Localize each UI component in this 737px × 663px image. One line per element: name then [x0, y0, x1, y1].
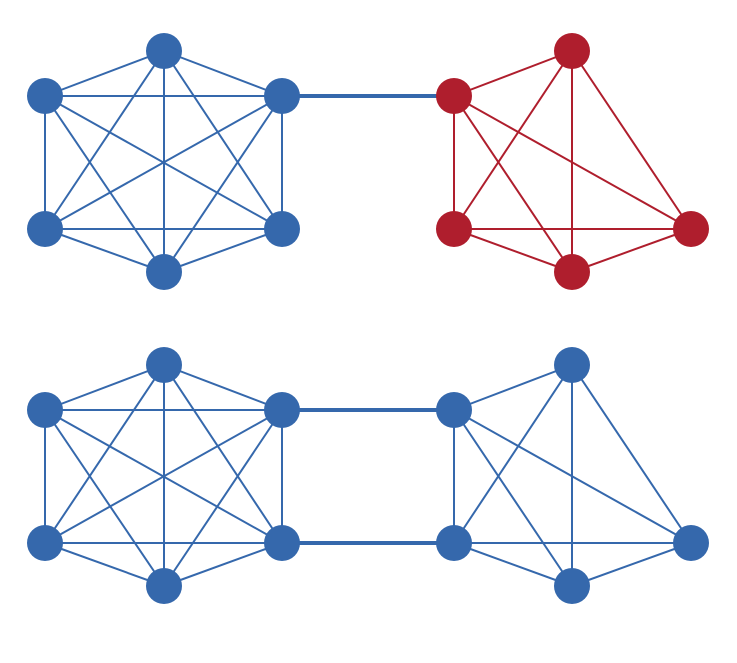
edge-right-g-j — [453, 95, 573, 273]
node-right-j — [554, 254, 590, 290]
node-left-b — [27, 78, 63, 114]
edge-left-a-e — [163, 50, 283, 230]
edge-right-g-i — [453, 409, 573, 587]
edge-left-e-f — [163, 542, 283, 587]
nodes — [27, 347, 709, 604]
edges — [44, 364, 692, 587]
edge-right-h-k — [571, 50, 692, 230]
edge-right-h-j — [453, 364, 573, 544]
node-right-j — [436, 525, 472, 561]
nodes — [27, 33, 709, 290]
edge-left-a-d — [44, 50, 165, 230]
graph-top — [27, 33, 709, 290]
node-left-b — [27, 392, 63, 428]
node-right-g — [436, 392, 472, 428]
edge-left-b-f — [44, 409, 165, 587]
node-right-h — [554, 33, 590, 69]
edges — [44, 50, 692, 273]
node-left-c — [264, 78, 300, 114]
edge-right-j-k — [571, 228, 692, 273]
edge-right-i-j — [453, 228, 573, 273]
node-left-e — [264, 211, 300, 247]
edge-left-b-f — [44, 95, 165, 273]
edge-left-a-c — [163, 50, 283, 97]
edge-right-i-j — [453, 542, 573, 587]
edge-left-d-f — [44, 542, 165, 587]
edge-left-d-f — [44, 228, 165, 273]
node-right-k — [673, 525, 709, 561]
edge-left-e-f — [163, 228, 283, 273]
node-left-f — [146, 254, 182, 290]
edge-left-a-b — [44, 50, 165, 97]
edge-left-a-d — [44, 364, 165, 544]
edge-left-a-c — [163, 364, 283, 411]
edge-left-a-e — [163, 364, 283, 544]
edge-left-a-b — [44, 364, 165, 411]
edge-right-g-h — [453, 364, 573, 411]
edge-left-c-f — [163, 409, 283, 587]
node-left-d — [27, 211, 63, 247]
node-left-d — [27, 525, 63, 561]
node-left-c — [264, 392, 300, 428]
node-right-g — [436, 78, 472, 114]
node-right-k — [673, 211, 709, 247]
node-right-i — [554, 568, 590, 604]
edge-left-c-d — [44, 95, 283, 230]
node-left-a — [146, 33, 182, 69]
node-left-f — [146, 568, 182, 604]
node-right-h — [554, 347, 590, 383]
node-left-e — [264, 525, 300, 561]
node-right-i — [436, 211, 472, 247]
edge-right-h-k — [571, 364, 692, 544]
edge-right-i-k — [571, 542, 692, 587]
edge-left-c-f — [163, 95, 283, 273]
graph-bottom — [27, 347, 709, 604]
node-left-a — [146, 347, 182, 383]
edge-left-c-d — [44, 409, 283, 544]
edge-right-h-i — [453, 50, 573, 230]
edge-right-g-h — [453, 50, 573, 97]
